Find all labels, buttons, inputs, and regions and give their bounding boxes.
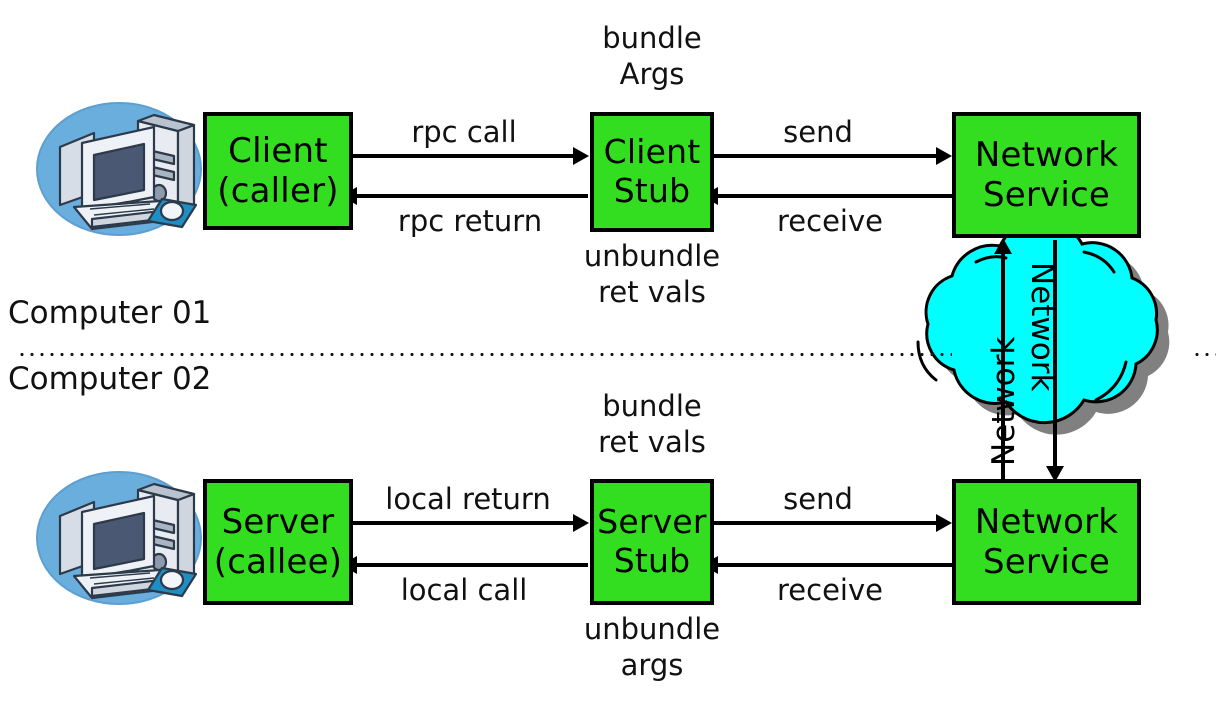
client-box-line1: Client — [228, 130, 328, 171]
client-stub-line2: Stub — [613, 171, 691, 210]
server-box[interactable]: Server (callee) — [203, 479, 353, 605]
send-bottom-label: send — [783, 482, 853, 516]
receive-top-label: receive — [777, 204, 883, 238]
network-service-top-line1: Network — [974, 134, 1119, 175]
local-call-arrow — [355, 563, 588, 567]
server-stub-box[interactable]: Server Stub — [590, 479, 714, 605]
network-service-bottom-line2: Service — [982, 542, 1111, 582]
send-top-label: send — [783, 115, 853, 149]
network-service-top-line2: Service — [982, 175, 1111, 215]
server-stub-unbundle-label: unbundle — [583, 612, 721, 646]
client-stub-bundle-label: bundle — [602, 21, 702, 55]
computer-divider-line — [17, 352, 952, 357]
receive-bottom-label: receive — [777, 573, 883, 607]
local-call-label: local call — [400, 573, 528, 607]
rpc-call-arrow — [353, 154, 575, 158]
client-stub-args-label: Args — [619, 57, 685, 91]
rpc-return-label: rpc return — [397, 204, 543, 238]
receive-bottom-arrow — [716, 563, 952, 567]
client-stub-unbundle-label: unbundle — [583, 239, 721, 273]
client-pc-icon — [34, 99, 204, 239]
computer-01-label: Computer 01 — [8, 295, 212, 331]
network-service-top-box[interactable]: Network Service — [952, 112, 1141, 238]
network-service-bottom-box[interactable]: Network Service — [952, 479, 1141, 605]
client-stub-line1: Client — [603, 132, 701, 172]
local-return-label: local return — [385, 482, 551, 516]
send-bottom-arrow — [714, 521, 938, 525]
client-stub-box[interactable]: Client Stub — [590, 112, 714, 232]
client-box-line2: (caller) — [217, 171, 339, 211]
network-down-arrow — [1053, 240, 1057, 468]
rpc-return-arrow — [355, 194, 588, 198]
server-pc-icon — [34, 468, 204, 608]
local-return-arrow — [353, 521, 575, 525]
server-stub-retvals-label: ret vals — [598, 425, 706, 459]
computer-02-label: Computer 02 — [8, 361, 212, 397]
client-box[interactable]: Client (caller) — [203, 112, 353, 230]
computer-divider-line-right — [1192, 352, 1216, 357]
send-top-arrow — [714, 154, 938, 158]
server-stub-bundle-label: bundle — [602, 389, 702, 423]
receive-top-arrow — [716, 194, 952, 198]
rpc-call-label: rpc call — [411, 115, 517, 149]
client-stub-retvals-label: ret vals — [598, 275, 706, 309]
network-up-arrow — [1001, 252, 1005, 480]
server-stub-line2: Stub — [613, 541, 691, 580]
server-stub-line1: Server — [597, 502, 707, 542]
server-stub-args-label: args — [620, 648, 684, 682]
server-box-line2: (callee) — [213, 542, 343, 582]
network-service-bottom-line1: Network — [974, 501, 1119, 542]
server-box-line1: Server — [221, 501, 335, 542]
